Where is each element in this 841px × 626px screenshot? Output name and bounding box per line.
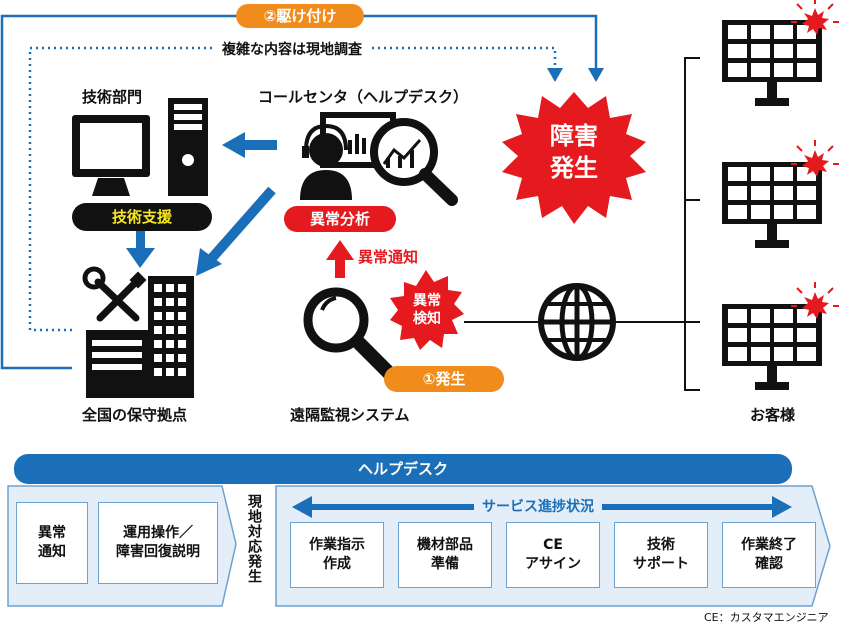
anomaly-notice-label: 異常通知 <box>358 248 419 266</box>
step-parts-prep: 機材部品 準備 <box>398 522 492 588</box>
arrow-support-to-base <box>126 228 155 268</box>
footnote: CE：カスタマエンジニア <box>704 611 829 624</box>
call-center-label: コールセンタ（ヘルプデスク） <box>258 88 469 106</box>
arrow-to-maintenance-base <box>196 186 276 276</box>
maintenance-base-label: 全国の保守拠点 <box>82 406 188 424</box>
occurrence-badge: ①発生 <box>384 366 504 392</box>
step-label: 運用操作／ 障害回復説明 <box>116 525 200 560</box>
onsite-survey-line <box>28 46 563 332</box>
fault-burst <box>502 92 646 224</box>
anomaly-detect-burst <box>390 270 464 350</box>
step-anomaly-notice: 異常 通知 <box>16 502 88 584</box>
tools-icon <box>82 266 147 322</box>
dispatch-label: ②駆け付け <box>263 7 337 25</box>
globe-icon <box>538 283 616 361</box>
anomaly-notice-arrow <box>326 240 354 278</box>
step-work-order: 作業指示 作成 <box>290 522 384 588</box>
computer-icon <box>72 98 208 196</box>
arrow-to-tech-dept <box>222 132 277 158</box>
anomaly-detect-label: 異常 検知 <box>413 293 441 328</box>
step-label: 異常 通知 <box>38 525 66 560</box>
complex-note-label: 複雑な内容は現地調査 <box>216 39 368 59</box>
tech-support-label: 技術支援 <box>111 208 172 226</box>
customer-label: お客様 <box>750 406 796 424</box>
helpdesk-title: ヘルプデスク <box>357 460 448 478</box>
step-label: 技術 サポート <box>633 537 689 572</box>
step-operation-guide: 運用操作／ 障害回復説明 <box>98 502 218 584</box>
tech-dept-label: 技術部門 <box>82 88 143 106</box>
helpdesk-bar: ヘルプデスク <box>14 454 792 484</box>
anomaly-analysis-label: 異常分析 <box>309 210 370 228</box>
tech-support-badge: 技術支援 <box>72 203 212 231</box>
step-label: 作業指示 作成 <box>309 537 365 572</box>
remote-monitoring-label: 遠隔監視システム <box>290 406 410 424</box>
dispatch-badge: ②駆け付け <box>236 4 364 28</box>
magnifier-chart-icon <box>370 118 458 206</box>
progress-label: サービス進捗状況 <box>474 496 602 516</box>
step-label: 作業終了 確認 <box>741 537 797 572</box>
magnifier-icon <box>303 287 399 383</box>
step-ce-assign: CE アサイン <box>506 522 600 588</box>
building-icon <box>86 276 194 398</box>
fault-occurrence-label: 障害 発生 <box>550 122 598 183</box>
step-completion-check: 作業終了 確認 <box>722 522 816 588</box>
step-tech-support: 技術 サポート <box>614 522 708 588</box>
step-label: CE アサイン <box>525 537 581 572</box>
onsite-label: 現地対応発生 <box>246 494 262 584</box>
occurrence-label: ①発生 <box>422 370 466 388</box>
step-label: 機材部品 準備 <box>417 537 473 572</box>
anomaly-analysis-badge: 異常分析 <box>284 206 396 232</box>
dispatch-line <box>0 14 604 370</box>
solar-panel-icon <box>722 20 822 390</box>
network-lines <box>464 57 700 391</box>
